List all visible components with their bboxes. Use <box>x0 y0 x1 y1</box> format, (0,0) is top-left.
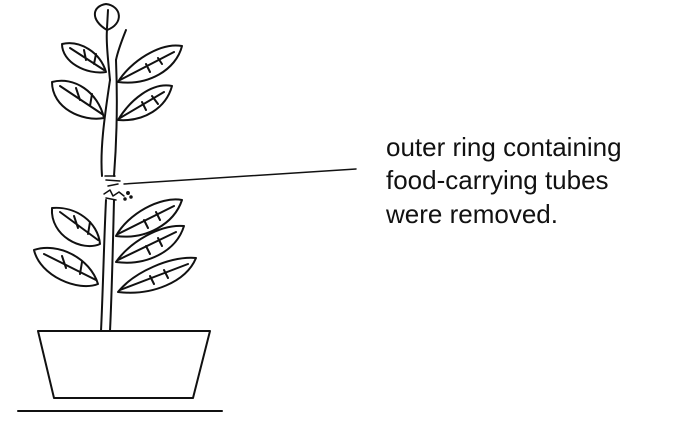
leaf-upper-left-1 <box>62 43 106 72</box>
annotation-line-1: outer ring containing <box>386 132 622 162</box>
leaf-lower-left-2 <box>34 248 98 286</box>
leaf-upper-left-2 <box>52 81 104 119</box>
leaf-upper-right-1 <box>118 45 182 82</box>
annotation-line-3: were removed. <box>386 199 558 229</box>
leaf-upper-right-2 <box>118 85 172 120</box>
leaf-lower-left-1 <box>52 208 100 246</box>
upper-stem <box>101 30 126 176</box>
flower-pot-icon <box>38 331 210 398</box>
leaf-top <box>95 4 119 30</box>
annotation-line-2: food-carrying tubes <box>386 165 609 195</box>
annotation-leader-line <box>124 169 356 184</box>
leaf-lower-right-1 <box>116 199 182 236</box>
removed-bark-ring-icon <box>104 176 132 200</box>
lower-stem <box>101 200 114 331</box>
